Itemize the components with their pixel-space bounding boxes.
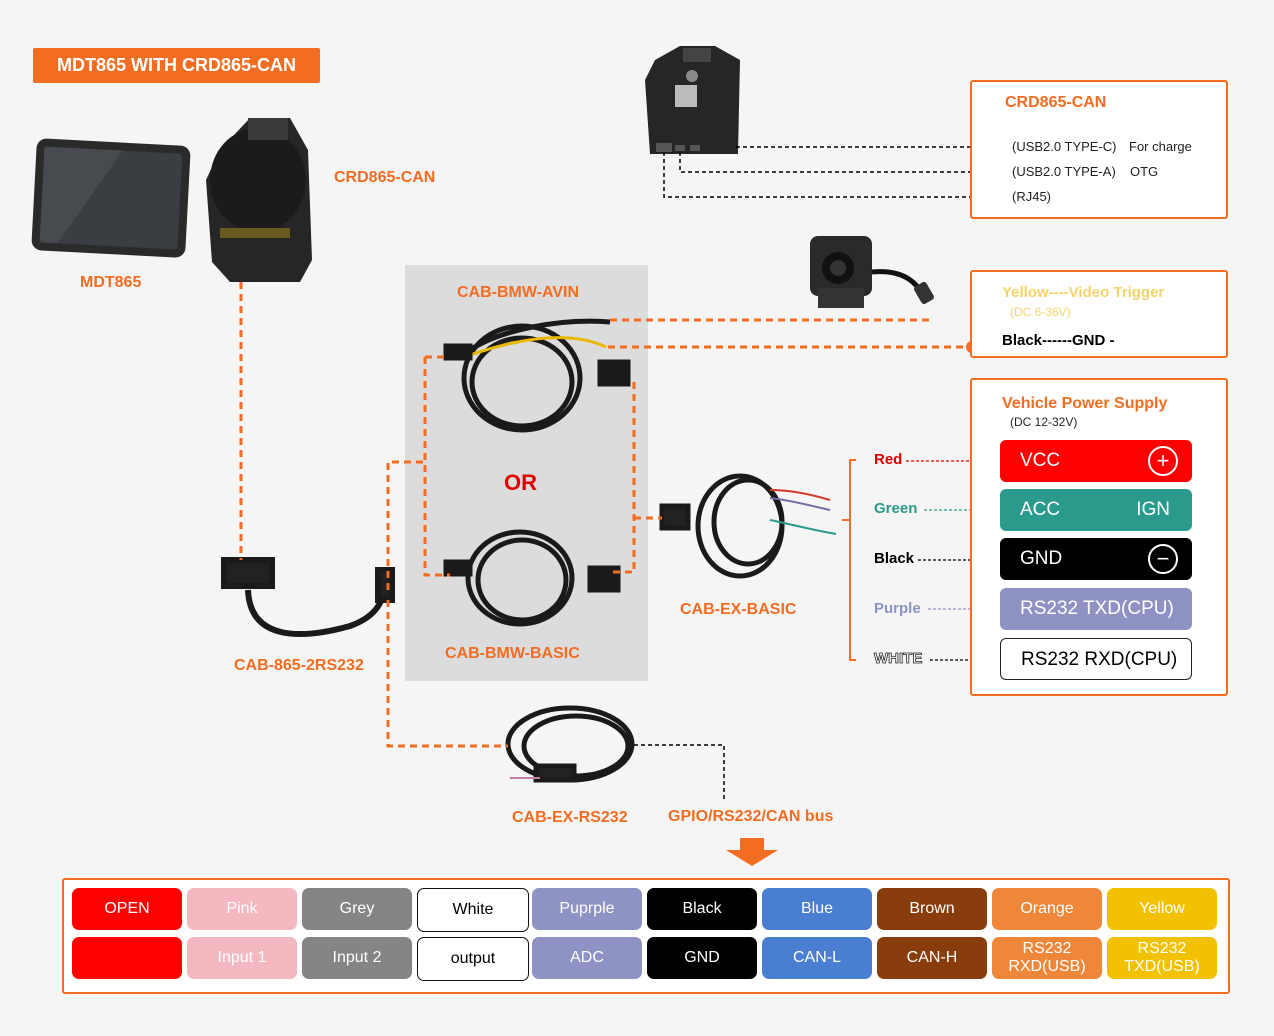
gpio-cell-functions-2: Input 2 (302, 937, 412, 979)
acc-pill: ACC IGN (1000, 489, 1192, 531)
gpio-cell-functions-8: RS232 RXD(USB) (992, 937, 1102, 979)
gpio-cell-functions-4: ADC (532, 937, 642, 979)
wire-label-white: WHITE (874, 650, 923, 668)
txd-pill: RS232 TXD(CPU) (1000, 588, 1192, 630)
cable-option-panel (405, 265, 648, 681)
crd-box-title: CRD865-CAN (1005, 94, 1107, 111)
cradle-image (206, 118, 312, 282)
cab-bmw-avin-label: CAB-BMW-AVIN (457, 284, 580, 301)
gpio-cell-colors-2: Grey (302, 888, 412, 930)
minus-icon: − (1148, 544, 1178, 574)
down-arrow-icon (726, 838, 778, 866)
wire-bracket (849, 459, 856, 661)
gpio-cell-colors-7: Brown (877, 888, 987, 930)
port-type-c: (USB2.0 TYPE-C) (1012, 139, 1117, 154)
crd865-port-box: CRD865-CAN (970, 80, 1228, 219)
plus-icon: + (1148, 446, 1178, 476)
gpio-cell-functions-9: RS232 TXD(USB) (1107, 937, 1217, 979)
cab-bmw-avin-image (443, 318, 631, 433)
gpio-cell-functions-1: Input 1 (187, 937, 297, 979)
gpio-cell-colors-1: Pink (187, 888, 297, 930)
wire-label-purple: Purple (874, 600, 921, 617)
gnd-label: GND (1020, 548, 1063, 569)
rxd-label: RS232 RXD(CPU) (1021, 649, 1178, 670)
video-trigger-box: Yellow----Video Trigger (DC 6-36V) Black… (970, 270, 1228, 358)
gpio-cell-colors-6: Blue (762, 888, 872, 930)
gpio-cell-colors-5: Black (647, 888, 757, 930)
mdt865-label: MDT865 (80, 274, 142, 291)
gpio-cell-colors-3: White (417, 888, 529, 932)
or-label: OR (504, 470, 537, 495)
port-rj45: (RJ45) (1012, 189, 1052, 204)
port-type-a: (USB2.0 TYPE-A) (1012, 164, 1116, 179)
gpio-cell-colors-4: Puprple (532, 888, 642, 930)
gpio-cell-functions-5: GND (647, 937, 757, 979)
cradle-rear-image (645, 46, 740, 154)
cab-ex-rs232-label: CAB-EX-RS232 (512, 809, 628, 826)
port-type-c-note: For charge (1129, 139, 1192, 154)
gpio-bus-label: GPIO/RS232/CAN bus (668, 808, 834, 825)
gpio-cell-colors-8: Orange (992, 888, 1102, 930)
rxd-pill: RS232 RXD(CPU) (1000, 638, 1192, 680)
video-trigger-line: Yellow----Video Trigger (1002, 284, 1165, 301)
gpio-cell-functions-0 (72, 937, 182, 979)
cab-bmw-basic-label: CAB-BMW-BASIC (445, 645, 580, 662)
cab-865-2rs232-label: CAB-865-2RS232 (234, 657, 364, 674)
video-trigger-voltage: (DC 6-36V) (1010, 305, 1071, 319)
gpio-cell-colors-9: Yellow (1107, 888, 1217, 930)
cab-ex-basic-image (659, 473, 837, 579)
cab-865-2rs232-image (221, 557, 395, 637)
gpio-cell-functions-6: CAN-L (762, 937, 872, 979)
video-gnd-line: Black------GND - (1002, 332, 1115, 349)
gpio-cell-colors-0: OPEN (72, 888, 182, 930)
ign-label: IGN (1136, 499, 1170, 520)
txd-label: RS232 TXD(CPU) (1020, 598, 1174, 619)
wire-label-red: Red (874, 451, 903, 468)
gpio-cell-functions-7: CAN-H (877, 937, 987, 979)
gnd-pill: GND − (1000, 538, 1192, 580)
acc-label: ACC (1020, 499, 1061, 520)
tablet-image (31, 138, 191, 258)
power-box-subtitle: (DC 12-32V) (1010, 415, 1078, 429)
cab-bmw-basic-image (443, 529, 621, 627)
port-type-a-note: OTG (1130, 164, 1159, 179)
wire-label-green: Green (874, 500, 918, 517)
camera-image (810, 236, 934, 308)
vcc-label: VCC (1020, 450, 1061, 471)
page-title: MDT865 WITH CRD865-CAN (33, 48, 320, 83)
cab-ex-rs232-image (505, 705, 635, 783)
wire-label-black: Black (874, 550, 915, 567)
vcc-pill: VCC + (1000, 440, 1192, 482)
cab-ex-basic-label: CAB-EX-BASIC (680, 601, 797, 618)
crd865-can-label: CRD865-CAN (334, 169, 436, 186)
gpio-cell-functions-3: output (417, 937, 529, 981)
power-box-title: Vehicle Power Supply (1002, 395, 1168, 412)
